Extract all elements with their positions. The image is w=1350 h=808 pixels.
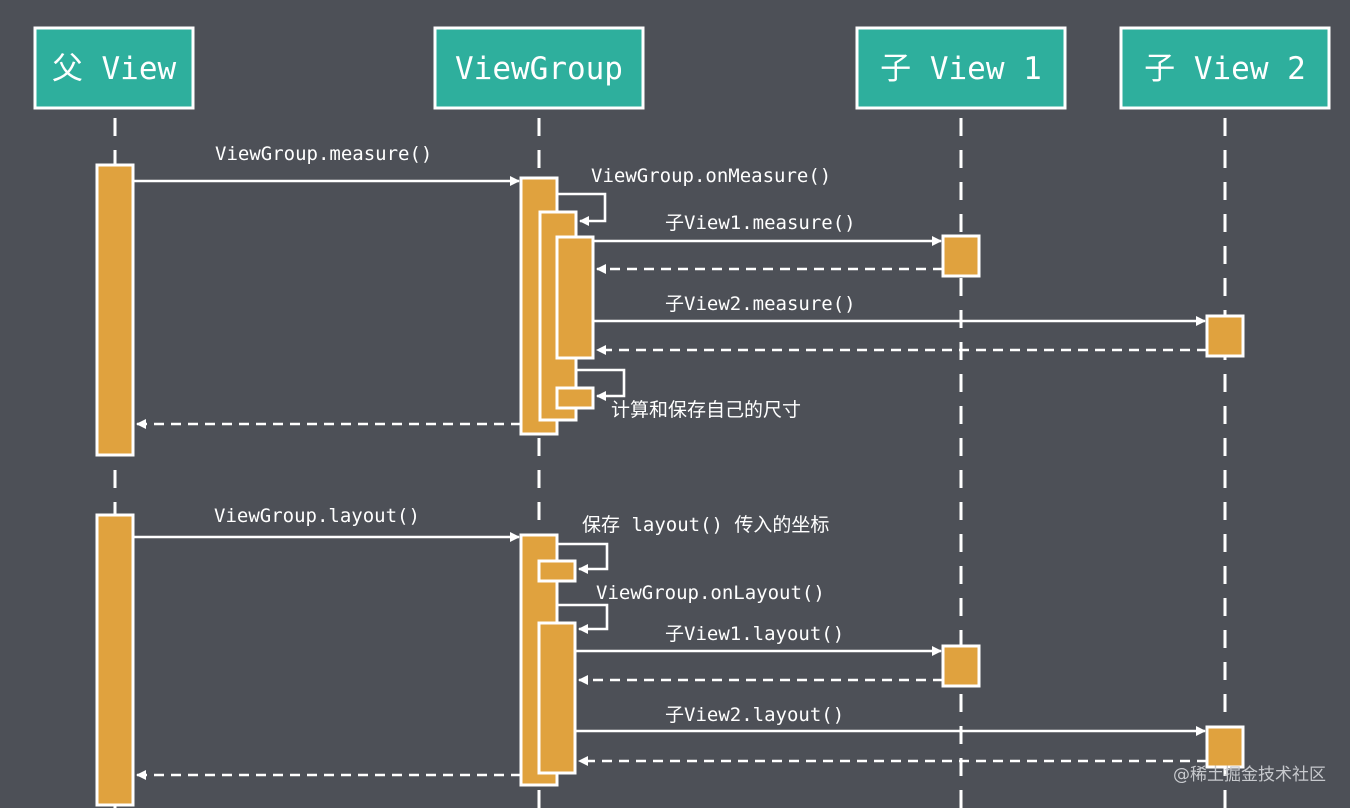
self-call-arrow — [557, 542, 609, 574]
message-label: ViewGroup.measure() — [215, 143, 432, 165]
message-label: ViewGroup.layout() — [214, 505, 420, 527]
activation-child2-measure — [1205, 314, 1245, 358]
activation-child1-measure — [941, 234, 981, 278]
participant-child-view-1: 子 View 1 — [855, 26, 1067, 110]
activation-parent-layout — [95, 513, 135, 807]
activation-onlayout — [537, 621, 577, 775]
activation-measure-children — [555, 235, 595, 360]
participant-label: 父 View — [52, 51, 177, 87]
participant-parent-view: 父 View — [33, 26, 195, 110]
message-label: ViewGroup.onMeasure() — [591, 165, 831, 187]
message-label: ViewGroup.onLayout() — [596, 582, 825, 604]
message-label: 子View1.layout() — [665, 623, 844, 645]
participant-viewgroup: ViewGroup — [433, 26, 645, 110]
message-label: 子View2.measure() — [665, 293, 856, 315]
participant-label: 子 View 2 — [1144, 51, 1306, 87]
message-label: 保存 layout() 传入的坐标 — [582, 514, 829, 536]
participant-child-view-2: 子 View 2 — [1119, 26, 1331, 110]
activation-parent-measure — [95, 163, 135, 457]
watermark: @稀土掘金技术社区 — [1173, 765, 1326, 785]
self-call-arrow — [557, 192, 607, 226]
message-label: 子View2.layout() — [665, 704, 844, 726]
activation-child1-layout — [941, 644, 981, 688]
participant-label: 子 View 1 — [880, 51, 1042, 87]
participant-label: ViewGroup — [455, 51, 623, 87]
activation-save-coords — [537, 559, 577, 583]
message-label: 子View1.measure() — [665, 212, 856, 234]
message-label: 计算和保存自己的尺寸 — [611, 399, 801, 421]
self-call-arrow — [576, 368, 626, 401]
activation-child2-layout — [1205, 725, 1245, 769]
activation-calc-save — [555, 386, 595, 410]
self-call-arrow — [557, 603, 609, 634]
